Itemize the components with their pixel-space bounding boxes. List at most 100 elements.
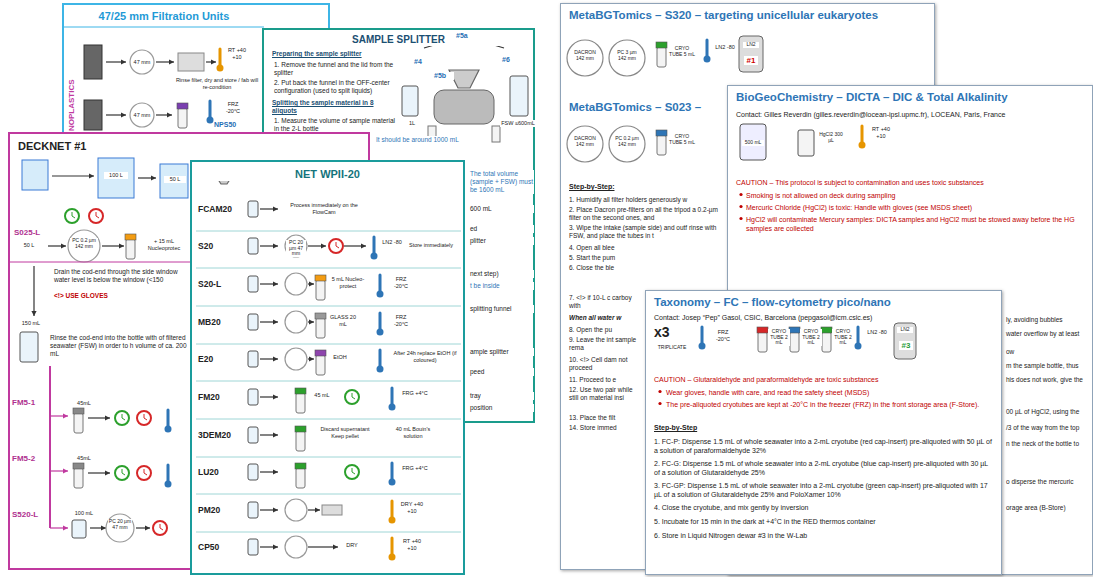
thermometer-bulb	[217, 65, 224, 72]
sheet-text: The total volume (sample + FSW) must be …	[470, 170, 534, 194]
rule-line	[196, 381, 461, 382]
icon-label: 45 mL	[310, 392, 334, 399]
flow-arrow	[33, 266, 34, 316]
sheet-text: CAUTION – Glutaraldehyde and paraformald…	[654, 375, 994, 384]
thermometer-bulb	[389, 554, 396, 561]
sheet-text: Step-by-Step:	[569, 182, 669, 191]
sheet-text: 3. FC-GP: Dispense 1.5 mL of whole seawa…	[654, 481, 994, 499]
icon-label: RT +40 +10	[228, 47, 246, 60]
icon-shape	[739, 36, 763, 72]
arrow-head	[273, 469, 278, 474]
sheet-text: 4. Close the cryotube, and mix gently by…	[654, 503, 994, 512]
sheet-text: 1. Remove the funnel and the lid from th…	[274, 61, 399, 77]
sheet-text: MetaBGTomics – S023 –	[569, 100, 725, 114]
filter-disc	[285, 273, 307, 295]
icon-shape	[84, 100, 102, 130]
thermometer-icon	[706, 40, 709, 56]
sheet-text: 7. <!> if 10-L c carboy with	[569, 294, 643, 310]
rule-line	[196, 457, 461, 458]
tube-cap	[315, 275, 326, 281]
icon-label: #6	[502, 56, 518, 64]
filter-disc	[658, 390, 661, 393]
sheet-text: 2. Put back the funnel in the OFF-center…	[274, 79, 399, 95]
sheet-text: <!> USE GLOVES	[54, 292, 154, 300]
sheet-text: Drain the cod-end through the side windo…	[54, 268, 190, 284]
thermometer-icon	[857, 327, 860, 343]
sheet-text: 10. <!> Cell dam not proceed	[569, 356, 643, 372]
filter-disc	[739, 193, 742, 196]
sheet-text: S20-L	[198, 279, 244, 289]
icon-shape	[740, 124, 766, 160]
timer-icon	[153, 521, 167, 535]
filter-disc	[285, 235, 307, 257]
thermometer-icon	[861, 126, 864, 142]
rule-line	[196, 532, 461, 533]
arrow-head	[361, 243, 366, 248]
sheet-text: MB20	[198, 317, 244, 327]
arrow-head	[169, 59, 174, 64]
sheet-text: S20	[198, 241, 244, 251]
rule-line	[196, 419, 461, 420]
thermometer-icon	[391, 501, 394, 517]
rule-line	[64, 27, 264, 28]
sheet-text: PM20	[198, 505, 244, 515]
icon-label: FRZ -20°C	[710, 329, 736, 342]
cryotube-icon	[296, 468, 305, 488]
sheet-text: FCAM20	[198, 204, 244, 214]
cryotube-icon	[296, 393, 305, 413]
thermometer-icon	[379, 350, 382, 366]
filter-disc	[658, 402, 661, 405]
tube-cap	[315, 350, 326, 356]
arrow-head	[309, 319, 314, 324]
icon-label: FSW ≤600mL	[500, 120, 536, 127]
arrow-head	[273, 281, 278, 286]
sheet-text: position	[470, 404, 534, 412]
icon-label: 45mL	[72, 400, 96, 407]
sheet-text: his does not work, give the	[1006, 376, 1088, 384]
icon-label: FRZ -20°C	[388, 314, 414, 327]
icon-label: 47 mm	[132, 112, 152, 119]
icon-label: Discard supernatant Keep pellet	[318, 426, 372, 439]
icon-label: FRG +4°C	[400, 390, 430, 397]
icon-shape	[322, 505, 342, 515]
icon-shape	[84, 45, 102, 79]
tube-cap	[295, 426, 306, 432]
icon-label: 150 mL	[16, 320, 46, 327]
arrow-head	[105, 470, 110, 475]
sheet-title: SAMPLE SPLITTER	[264, 34, 533, 46]
filter-disc	[285, 348, 307, 370]
icon-label: + 15 mL Nucleoprotec	[138, 238, 190, 251]
thermometer-icon	[219, 49, 222, 65]
sheet-text: The pre-aliquoted cryotubes are kept at …	[666, 400, 991, 409]
icon-label: FRZ -20°C	[388, 276, 414, 289]
protocol-sheet: NET WPII-20FCAM20S20S20-LMB20E20FM203DEM…	[190, 160, 465, 575]
icon-shape	[894, 323, 916, 359]
icon-label: #5b	[434, 72, 454, 80]
arrow-head	[273, 206, 278, 211]
icon-shape	[248, 389, 258, 405]
sheet-text: LU20	[198, 467, 244, 477]
icon-label: 5 mL Nucleo-protect	[328, 276, 368, 289]
sheet-title: Taxonomy – FC – flow-cytometry pico/nano	[654, 295, 994, 309]
icon-label: PC 0.2 µm 142 mm	[70, 238, 98, 249]
icon-shape	[20, 332, 38, 362]
sheet-text: E20	[198, 354, 244, 364]
cryotube-icon	[296, 431, 305, 451]
icon-label: FRZ -20°C	[220, 101, 246, 114]
cryotube-icon	[657, 135, 666, 155]
timer-icon	[345, 465, 359, 479]
tube-cap	[656, 130, 667, 136]
arrow-head	[333, 544, 338, 549]
thermometer-icon	[701, 327, 704, 343]
arrow-head	[101, 525, 106, 530]
tube-cap	[73, 408, 84, 414]
rule-line	[196, 306, 461, 307]
icon-label: LN2	[897, 327, 913, 333]
icon-label: CRYO TUBE 5 mL	[669, 46, 695, 57]
sheet-text: Splitting the sample material in 8 aliqu…	[272, 99, 397, 115]
sheet-text: n the neck of the bottle to	[1006, 440, 1088, 448]
timer-icon	[345, 390, 359, 404]
icon-label: EtOH	[328, 354, 352, 361]
arrow-head	[273, 432, 278, 437]
